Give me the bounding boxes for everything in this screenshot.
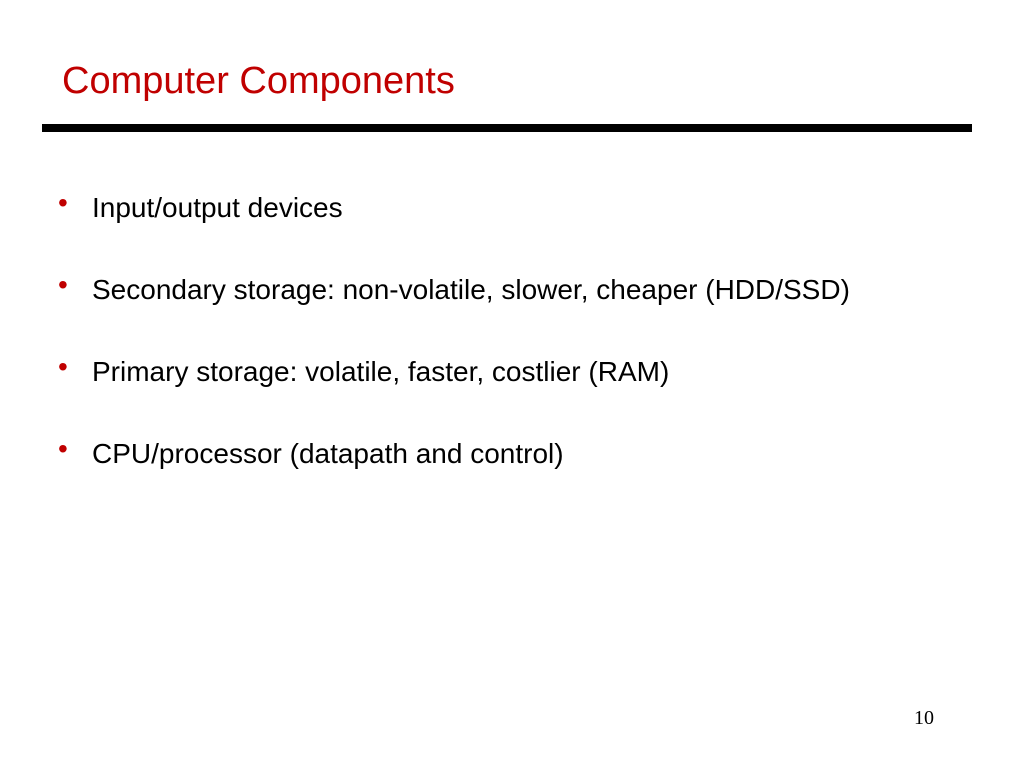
page-number: 10 bbox=[914, 707, 934, 729]
bullet-text: Primary storage: volatile, faster, costl… bbox=[92, 356, 670, 387]
bullet-icon: • bbox=[58, 269, 68, 300]
bullet-icon: • bbox=[58, 351, 68, 382]
title-divider bbox=[42, 124, 972, 132]
bullet-icon: • bbox=[58, 187, 68, 218]
slide-title: Computer Components bbox=[62, 60, 455, 102]
bullet-text: CPU/processor (datapath and control) bbox=[92, 438, 564, 469]
bullet-text: Secondary storage: non-volatile, slower,… bbox=[92, 274, 850, 305]
bullet-icon: • bbox=[58, 433, 68, 464]
bullet-text: Input/output devices bbox=[92, 192, 343, 223]
